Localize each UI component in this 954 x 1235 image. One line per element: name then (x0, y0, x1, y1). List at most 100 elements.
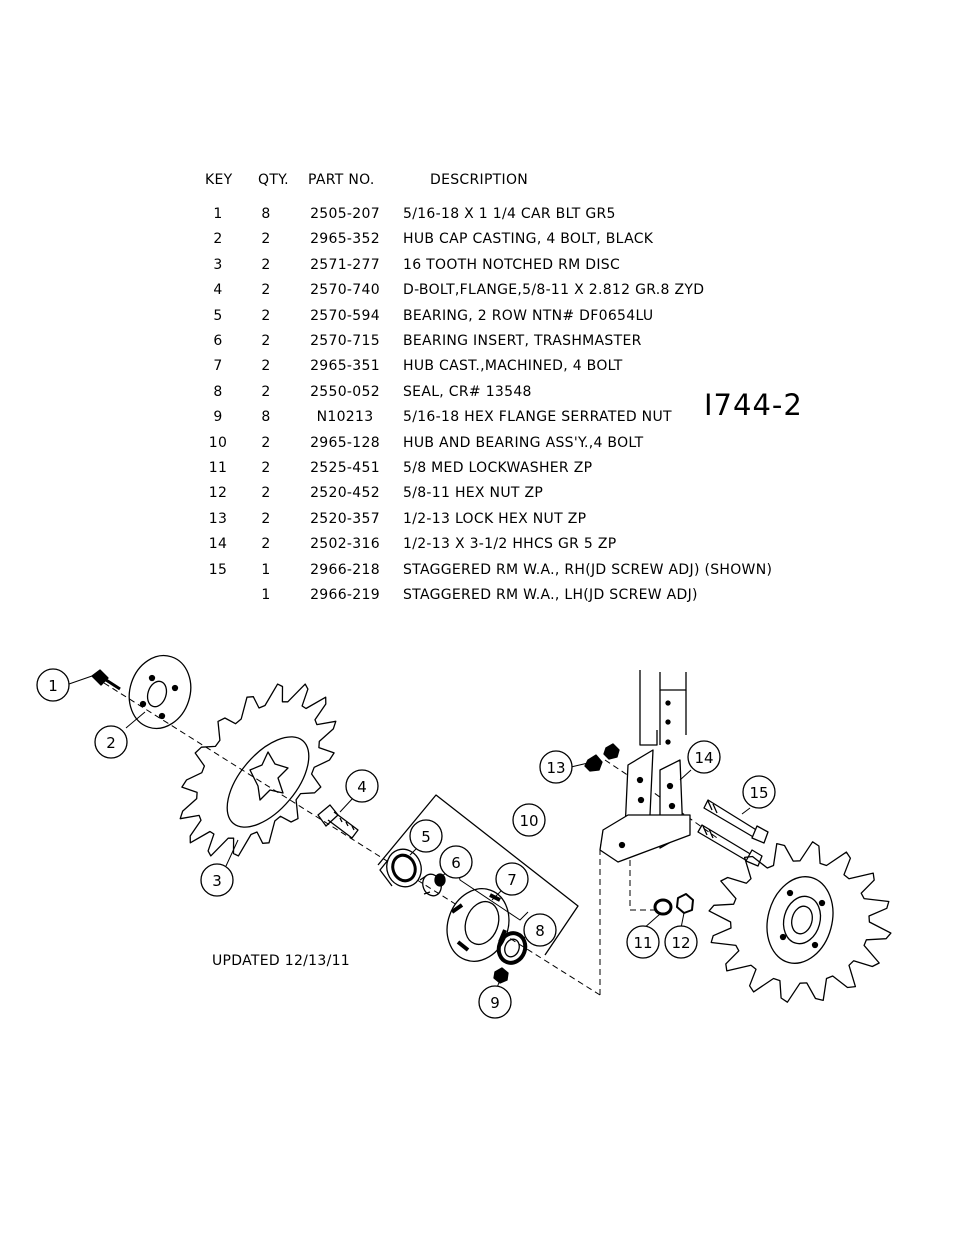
cell-qty: 2 (261, 307, 271, 324)
cell-description: 16 TOOTH NOTCHED RM DISC (403, 256, 621, 273)
drawing-number: I744-2 (704, 388, 803, 422)
cell-description: D-BOLT,FLANGE,5/8-11 X 2.812 GR.8 ZYD (403, 282, 705, 299)
header-qty: QTY. (258, 172, 289, 188)
cell-part-no: 2965-352 (310, 231, 380, 248)
cell-key: 2 (213, 231, 223, 248)
seal-part (496, 931, 528, 965)
callout-circle (664, 925, 698, 959)
callout-circle (687, 740, 721, 774)
cell-key: 12 (208, 485, 228, 502)
cell-key: 7 (213, 358, 223, 375)
table-row: 3 2 2571-277 16 TOOTH NOTCHED RM DISC (196, 257, 816, 282)
callout-14: 14 (687, 740, 721, 774)
cell-description: 5/8 MED LOCKWASHER ZP (403, 460, 593, 476)
callout-label: 9 (490, 994, 500, 1012)
callout-label: 14 (694, 749, 713, 767)
cell-qty: 8 (261, 409, 271, 426)
cell-description: HUB AND BEARING ASS'Y.,4 BOLT (403, 434, 644, 451)
callout-label: 12 (671, 934, 690, 952)
cell-part-no: 2571-277 (310, 256, 380, 273)
callout-circle (94, 725, 128, 759)
cell-key: 8 (213, 383, 223, 400)
cell-part-no: 2525-451 (310, 460, 380, 476)
notched-disc-left-part (179, 683, 337, 857)
washer-and-nut-parts (653, 893, 694, 916)
table-row: 1 8 2505-207 5/16-18 X 1 1/4 CAR BLT GR5 (196, 206, 816, 231)
callout-12: 12 (664, 925, 698, 959)
bearing-insert-part (419, 873, 446, 897)
carriage-bolt-part (91, 669, 121, 691)
cell-part-no: 2502-316 (310, 536, 380, 553)
cell-part-no: 2965-351 (310, 358, 380, 375)
cell-part-no: 2570-740 (310, 282, 380, 299)
cell-description: 5/16-18 X 1 1/4 CAR BLT GR5 (403, 206, 616, 222)
hhcs-bolt-part (697, 799, 769, 867)
callout-10: 10 (512, 803, 546, 837)
lock-nut-part (584, 743, 620, 772)
cell-part-no: 2966-219 (310, 587, 380, 603)
callout-label: 15 (749, 784, 768, 802)
callout-label: 2 (106, 734, 116, 752)
cell-description: HUB CAP CASTING, 4 BOLT, BLACK (403, 231, 654, 248)
cell-qty: 2 (261, 510, 271, 527)
callout-4: 4 (345, 769, 379, 803)
callout-circle (439, 845, 473, 879)
callout-2: 2 (94, 725, 128, 759)
callout-1: 1 (36, 668, 70, 702)
cell-part-no: 2550-052 (310, 383, 380, 400)
bearing-part (379, 848, 422, 888)
callout-circle (345, 769, 379, 803)
callout-circle (409, 819, 443, 853)
cell-description: STAGGERED RM W.A., LH(JD SCREW ADJ) (403, 587, 698, 603)
callout-circle (742, 775, 776, 809)
callout-8: 8 (523, 913, 557, 947)
cell-part-no: 2570-594 (310, 307, 380, 324)
callout-circle (626, 925, 660, 959)
cell-key: 11 (208, 460, 228, 476)
cell-key: 3 (213, 256, 223, 273)
cell-qty: 2 (261, 231, 271, 248)
cell-qty: 8 (261, 206, 271, 222)
callout-11: 11 (626, 925, 660, 959)
callout-label: 5 (421, 828, 431, 846)
callout-label: 8 (535, 922, 545, 940)
cell-key: 14 (208, 536, 228, 553)
cell-qty: 1 (261, 561, 271, 578)
updated-date: UPDATED 12/13/11 (212, 953, 351, 969)
callout-circle (200, 863, 234, 897)
cell-description: SEAL, CR# 13548 (403, 383, 532, 400)
flange-nut-part (493, 967, 509, 984)
table-row: 1 2966-219 STAGGERED RM W.A., LH(JD SCREW … (196, 587, 816, 612)
cell-qty: 1 (261, 587, 271, 603)
cell-qty: 2 (261, 536, 271, 553)
cell-part-no: N10213 (316, 409, 374, 426)
cell-key: 10 (208, 434, 228, 451)
cell-key: 1 (213, 206, 223, 222)
header-part-no: PART NO. (308, 172, 375, 188)
callout-label: 13 (546, 759, 565, 777)
cell-part-no: 2520-357 (310, 510, 380, 527)
cell-part-no: 2966-218 (310, 561, 380, 578)
cell-description: 5/16-18 HEX FLANGE SERRATED NUT (403, 409, 672, 426)
callout-label: 10 (519, 812, 538, 830)
cell-key: 4 (213, 282, 223, 299)
cell-description: BEARING, 2 ROW NTN# DF0654LU (403, 307, 654, 324)
cell-qty: 2 (261, 460, 271, 476)
cell-part-no: 2570-715 (310, 333, 380, 349)
header-description: DESCRIPTION (430, 172, 529, 188)
cell-qty: 2 (261, 256, 271, 273)
callout-5: 5 (409, 819, 443, 853)
cell-part-no: 2505-207 (310, 206, 380, 222)
cell-description: STAGGERED RM W.A., RH(JD SCREW ADJ) (SHO… (403, 561, 773, 578)
callout-3: 3 (200, 863, 234, 897)
